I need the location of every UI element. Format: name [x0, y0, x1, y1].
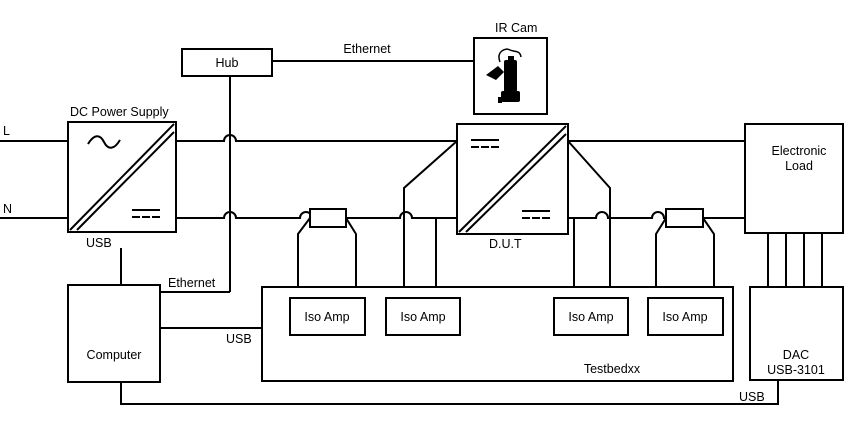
shunt2-right-wire: [702, 217, 715, 298]
ir-camera-icon: [486, 48, 522, 103]
dut-dc-in-icon: [471, 139, 499, 148]
iso-amp-2: Iso Amp: [385, 297, 461, 336]
shunt1-left-wire: [297, 217, 311, 298]
load-label-line2: Load: [785, 159, 813, 173]
sine-wave-icon: [87, 135, 121, 149]
ethernet-mid-label: Ethernet: [168, 276, 216, 290]
dc-supply-label: DC Power Supply: [70, 105, 169, 119]
shunt2-left-wire: [655, 217, 667, 298]
supply-divider: [69, 123, 175, 231]
dac-label-line2: USB-3101: [767, 363, 825, 377]
iso-amp-1: Iso Amp: [289, 297, 366, 336]
computer-usb-label: USB: [226, 332, 252, 346]
dac-box: [749, 286, 844, 381]
iso-amp-4: Iso Amp: [647, 297, 724, 336]
hub: Hub: [181, 48, 273, 77]
testbed-label: Testbedxx: [584, 362, 641, 376]
dut-label: D.U.T: [489, 237, 522, 251]
load-label-line1: Electronic: [772, 144, 827, 158]
dac: DAC USB-3101: [749, 286, 844, 381]
shunt-resistor-2: [665, 208, 704, 228]
dut-divider: [458, 125, 567, 233]
iso-amp-3-label: Iso Amp: [568, 310, 613, 324]
dut-divider-2: [465, 133, 567, 233]
dut: D.U.T: [456, 123, 569, 251]
ethernet-top-label: Ethernet: [343, 42, 391, 56]
ir-cam-label: IR Cam: [495, 21, 537, 35]
iso-amp-3: Iso Amp: [553, 297, 629, 336]
computer-label: Computer: [87, 348, 142, 362]
computer: Computer: [67, 284, 161, 383]
iso-amp-2-label: Iso Amp: [400, 310, 445, 324]
dac-label-line1: DAC: [783, 348, 809, 362]
ir-cam: IR Cam: [473, 21, 548, 115]
hub-label: Hub: [216, 56, 239, 70]
computer-dac-usb-wire: [120, 380, 779, 405]
supply-divider-2: [76, 131, 175, 231]
line-l-label: L: [3, 124, 10, 138]
hub-box: [181, 48, 273, 77]
vout-sense-pos-wire: [567, 140, 611, 298]
iso-amp-1-label: Iso Amp: [304, 310, 349, 324]
wiring: [0, 60, 823, 405]
dc-lines-icon: [132, 209, 160, 218]
supply-usb-label: USB: [86, 236, 112, 250]
supply-positive-wire: [176, 134, 457, 142]
vin-sense-pos-wire: [403, 140, 458, 298]
dac-usb-label: USB: [739, 390, 765, 404]
iso-amp-4-label: Iso Amp: [662, 310, 707, 324]
dc-power-supply: DC Power Supply USB: [67, 105, 177, 250]
iso-amp-1-box: [289, 297, 366, 336]
iso-amp-3-box: [553, 297, 629, 336]
electronic-load-box: [744, 123, 844, 234]
electronic-load: Electronic Load: [744, 123, 844, 234]
line-n-label: N: [3, 202, 12, 216]
iso-amp-4-box: [647, 297, 724, 336]
shunt-resistor-1: [309, 208, 347, 228]
iso-amp-2-box: [385, 297, 461, 336]
dut-dc-out-icon: [522, 210, 550, 219]
computer-box: [67, 284, 161, 383]
shunt1-right-wire: [345, 217, 357, 298]
dut-negative-out-wire: [568, 211, 745, 219]
